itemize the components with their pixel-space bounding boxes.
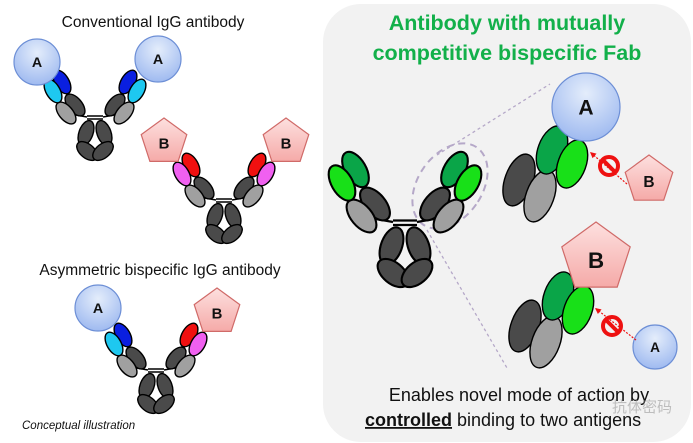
asymmetric-bispecific-title: Asymmetric bispecific IgG antibody bbox=[39, 262, 280, 279]
conventional-igg-anti-a bbox=[43, 69, 147, 162]
vl-left bbox=[172, 161, 192, 187]
antigen-a-label: A bbox=[93, 301, 103, 317]
antigen-a-circle bbox=[632, 324, 678, 370]
hinge bbox=[130, 366, 182, 373]
antigen-b-pentagon bbox=[262, 117, 310, 162]
zoom-guides bbox=[411, 83, 551, 369]
no-sign-slash bbox=[601, 158, 617, 174]
panel-caption-line2: controlled binding to two antigens bbox=[365, 410, 641, 430]
conceptual-illustration-note: Conceptual illustration bbox=[22, 420, 135, 432]
antigen-b-pentagon bbox=[140, 117, 188, 162]
hinge bbox=[69, 113, 121, 120]
block-a-indicator bbox=[594, 307, 637, 341]
antigen-b-pentagon bbox=[624, 154, 674, 201]
caption-bold-word: controlled bbox=[365, 410, 452, 430]
antigen-a-asym: A bbox=[74, 284, 122, 332]
watermark: 抗体密码 bbox=[612, 399, 672, 416]
vl-left bbox=[327, 164, 357, 202]
no-sign-icon bbox=[598, 155, 620, 177]
no-sign-icon bbox=[601, 315, 623, 337]
antigen-a-label: A bbox=[578, 96, 593, 119]
right-panel bbox=[323, 4, 691, 442]
caption-rest: binding to two antigens bbox=[452, 410, 641, 430]
antigen-a-label: A bbox=[32, 55, 42, 71]
fab-binding-a bbox=[502, 125, 589, 223]
antigen-b-label: B bbox=[212, 307, 223, 323]
panel-title-line1: Antibody with mutually bbox=[389, 11, 626, 35]
vl-right bbox=[453, 164, 483, 202]
arrow-head bbox=[595, 308, 602, 315]
asymmetric-bispecific-igg bbox=[104, 322, 208, 415]
antigen-a-circle bbox=[551, 72, 621, 142]
panel-title-line2: competitive bispecific Fab bbox=[373, 41, 642, 65]
fc-ch3-right bbox=[153, 393, 175, 415]
fab-binding-b bbox=[508, 271, 595, 369]
no-sign-slash bbox=[604, 318, 620, 334]
arrow-head bbox=[590, 152, 597, 159]
hinge bbox=[367, 216, 443, 227]
fc-ch3-right bbox=[400, 257, 434, 289]
antigen-b-conv-left: B bbox=[140, 117, 188, 162]
antigen-b-asym: B bbox=[193, 287, 241, 332]
conventional-igg-anti-b bbox=[172, 152, 276, 245]
antigen-b-label: B bbox=[159, 137, 170, 153]
antigen-a-circle bbox=[74, 284, 122, 332]
panel-caption-line1: Enables novel mode of action by bbox=[389, 385, 649, 405]
vl-right bbox=[127, 78, 147, 104]
vl-right bbox=[256, 161, 276, 187]
antigen-b-label: B bbox=[643, 174, 654, 191]
blocked-arrow-line bbox=[594, 307, 637, 341]
vl-right bbox=[188, 331, 208, 357]
antigen-b-label: B bbox=[281, 137, 292, 153]
antigen-b-conv-right: B bbox=[262, 117, 310, 162]
fc-ch3-right bbox=[221, 223, 243, 245]
antigen-b-pentagon bbox=[561, 221, 631, 288]
antigen-a-label: A bbox=[153, 52, 163, 68]
competitive-bispecific-antibody bbox=[327, 150, 483, 289]
conventional-igg-title: Conventional IgG antibody bbox=[62, 14, 245, 31]
antigen-b-pentagon bbox=[193, 287, 241, 332]
hinge bbox=[198, 196, 250, 203]
vl-left bbox=[104, 331, 124, 357]
antigen-a-conv-left: A bbox=[13, 38, 61, 86]
block-b-indicator bbox=[589, 151, 628, 185]
antigen-b-bound: B bbox=[561, 221, 631, 288]
blocked-arrow-line bbox=[589, 151, 628, 185]
antigen-b-blocked: B bbox=[624, 154, 674, 201]
antigen-b-label: B bbox=[588, 248, 604, 273]
antigen-a-bound: A bbox=[551, 72, 621, 142]
antigen-a-circle bbox=[13, 38, 61, 86]
antigen-a-label: A bbox=[650, 340, 660, 355]
antigen-a-conv-right: A bbox=[134, 35, 182, 83]
fc-ch3-right bbox=[92, 140, 114, 162]
antigen-a-blocked: A bbox=[632, 324, 678, 370]
antigen-a-circle bbox=[134, 35, 182, 83]
